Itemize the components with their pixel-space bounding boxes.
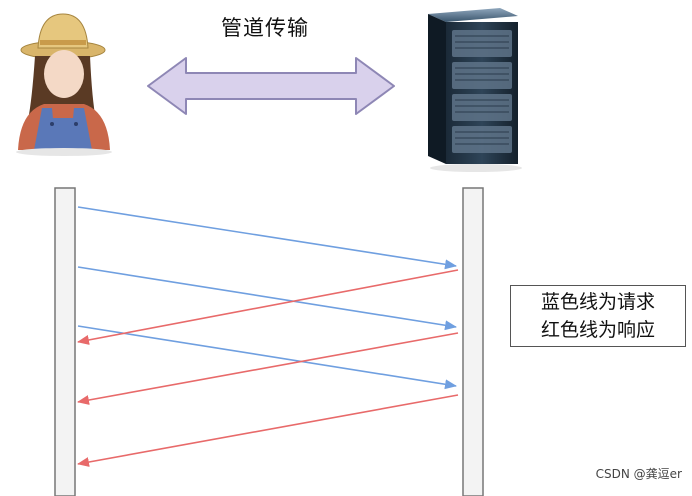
- response-arrow-1: [78, 270, 458, 342]
- client-lifeline: [55, 188, 75, 496]
- legend-box: 蓝色线为请求 红色线为响应: [510, 285, 686, 347]
- response-arrow-2: [78, 333, 458, 402]
- request-arrow-2: [78, 267, 456, 327]
- response-arrow-3: [78, 395, 458, 464]
- pipeline-double-arrow: [148, 58, 394, 114]
- request-arrow-1: [78, 207, 456, 266]
- request-arrow-3: [78, 326, 456, 386]
- legend-response-line: 红色线为响应: [541, 316, 655, 344]
- pipeline-title: 管道传输: [210, 12, 320, 42]
- legend-request-line: 蓝色线为请求: [541, 288, 655, 316]
- watermark: CSDN @龚逗er: [596, 465, 682, 482]
- server-lifeline: [463, 188, 483, 496]
- farmer-user-icon: [16, 14, 112, 156]
- server-rack-icon: [428, 8, 522, 172]
